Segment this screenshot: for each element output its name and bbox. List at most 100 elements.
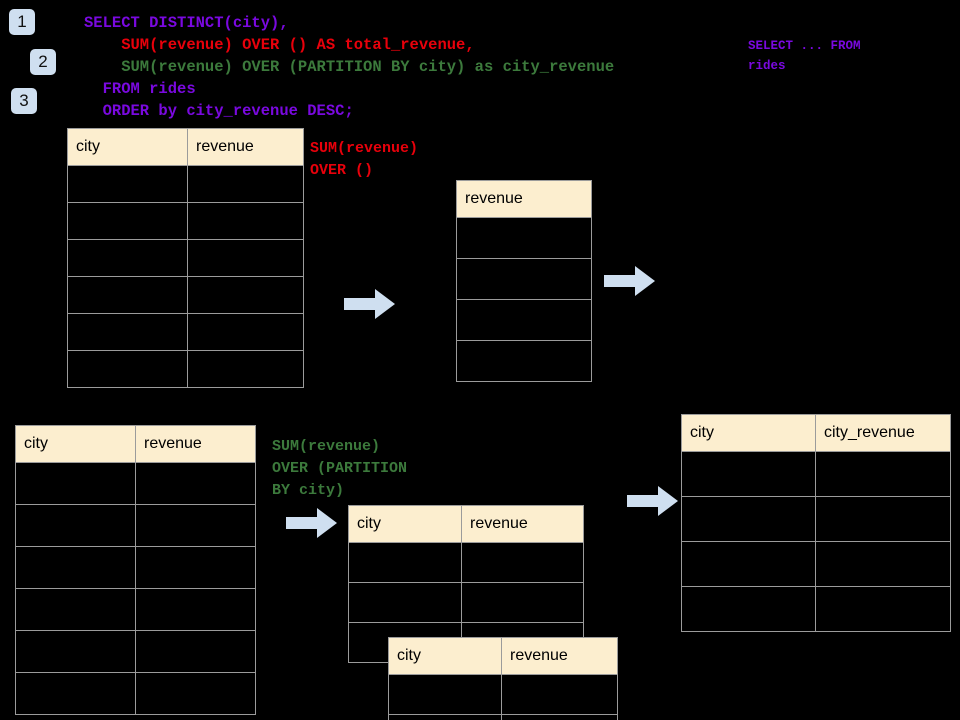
cell [135,672,256,715]
cell [135,630,256,673]
table-header-row: revenue [456,180,592,218]
cell [135,462,256,505]
cell [815,586,951,632]
table-source-top: city revenue [67,128,304,388]
table-header-row: city revenue [67,128,304,166]
table-row [15,504,256,547]
cell [681,541,816,587]
column-header-revenue: revenue [187,128,304,166]
cell [187,165,304,203]
cell [67,313,188,351]
cell [388,674,502,715]
cell [461,582,584,623]
column-header-city: city [681,414,816,452]
column-header-city: city [388,637,502,675]
cell [501,674,618,715]
cell [187,276,304,314]
table-row [681,496,951,542]
column-header-city: city [348,505,462,543]
sql-line-order-by: ORDER by city_revenue DESC; [84,102,354,120]
cell [348,582,462,623]
sql-line-total-revenue: SUM(revenue) OVER () AS total_revenue, [84,36,475,54]
cell [456,217,592,259]
column-header-city: city [67,128,188,166]
side-note-select-from: SELECT ... FROM [748,39,861,53]
cell [815,541,951,587]
table-header-row: city city_revenue [681,414,951,452]
cell [187,350,304,388]
annotation-sum-over-partition: SUM(revenue) OVER (PARTITION BY city) [272,438,408,499]
cell [67,239,188,277]
step-badge-2: 2 [30,49,56,75]
cell [187,202,304,240]
cell [67,202,188,240]
table-row [67,239,304,277]
column-header-revenue: revenue [135,425,256,463]
arrow-total-to-result-icon [604,266,655,296]
cell [681,451,816,497]
column-header-revenue: revenue [456,180,592,218]
sql-line-from: FROM rides [84,80,196,98]
column-header-revenue: revenue [501,637,618,675]
table-row [348,542,584,583]
table-result: city city_revenue [681,414,951,632]
table-row [67,202,304,240]
sql-line-select: SELECT DISTINCT(city), [84,14,289,32]
cell [187,239,304,277]
table-total-revenue: revenue [456,180,592,382]
table-row [15,462,256,505]
table-row [67,276,304,314]
table-row [456,299,592,341]
cell [456,299,592,341]
table-row [456,217,592,259]
table-row [456,258,592,300]
cell [501,714,618,720]
side-note-rides: rides [748,59,786,73]
table-header-row: city revenue [348,505,584,543]
table-row [67,313,304,351]
table-row [388,714,618,720]
step-badge-3: 3 [11,88,37,114]
table-source-bottom: city revenue [15,425,256,715]
arrow-partition-to-result-icon [627,486,678,516]
table-row [388,674,618,715]
cell [461,542,584,583]
cell [815,496,951,542]
table-row [456,340,592,382]
table-row [15,546,256,589]
column-header-revenue: revenue [461,505,584,543]
cell [15,672,136,715]
table-row [15,672,256,715]
sql-line-city-revenue: SUM(revenue) OVER (PARTITION BY city) as… [84,58,615,76]
cell [67,276,188,314]
cell [67,350,188,388]
cell [681,496,816,542]
table-row [67,165,304,203]
table-row [681,541,951,587]
cell [456,258,592,300]
table-row [681,451,951,497]
cell [348,542,462,583]
table-partition-front: city revenue [388,637,618,720]
table-header-row: city revenue [15,425,256,463]
table-row [15,588,256,631]
column-header-city-revenue: city_revenue [815,414,951,452]
cell [15,462,136,505]
cell [15,588,136,631]
cell [15,630,136,673]
table-row [681,586,951,632]
cell [15,546,136,589]
cell [388,714,502,720]
table-row [348,582,584,623]
table-header-row: city revenue [388,637,618,675]
table-row [15,630,256,673]
cell [456,340,592,382]
cell [681,586,816,632]
cell [67,165,188,203]
annotation-sum-over-empty: SUM(revenue) OVER () [310,140,419,179]
cell [815,451,951,497]
step-badge-1: 1 [9,9,35,35]
cell [135,546,256,589]
cell [135,504,256,547]
